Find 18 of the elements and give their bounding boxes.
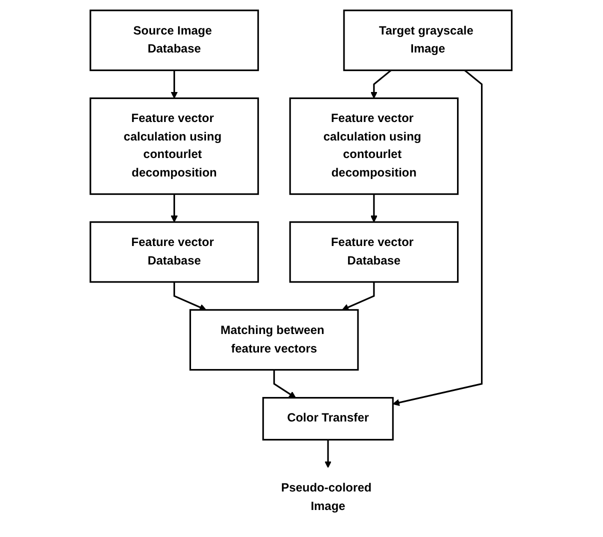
node-box: Feature vector calculation using contourlet decomposition <box>90 96 260 194</box>
arrow <box>274 369 296 398</box>
node-box: Target grayscale Image <box>344 9 513 71</box>
node-box: Feature vector calculation using contourlet decomposition <box>290 96 460 194</box>
node-box: Color Transfer <box>262 396 394 440</box>
arrow <box>393 69 484 406</box>
node-box: Feature vector Database <box>290 220 460 282</box>
arrow <box>171 194 178 222</box>
arrow <box>370 194 378 222</box>
node-box: Source Image Database <box>90 9 260 71</box>
arrow <box>174 281 207 310</box>
node-text: Pseudo-colored Image <box>282 480 372 512</box>
node-box: Feature vector Database <box>90 220 260 282</box>
arrow <box>370 69 392 98</box>
arrow <box>171 70 178 98</box>
arrow <box>324 439 332 468</box>
arrow <box>342 281 376 310</box>
node-box: Matching between feature vectors <box>190 308 360 370</box>
